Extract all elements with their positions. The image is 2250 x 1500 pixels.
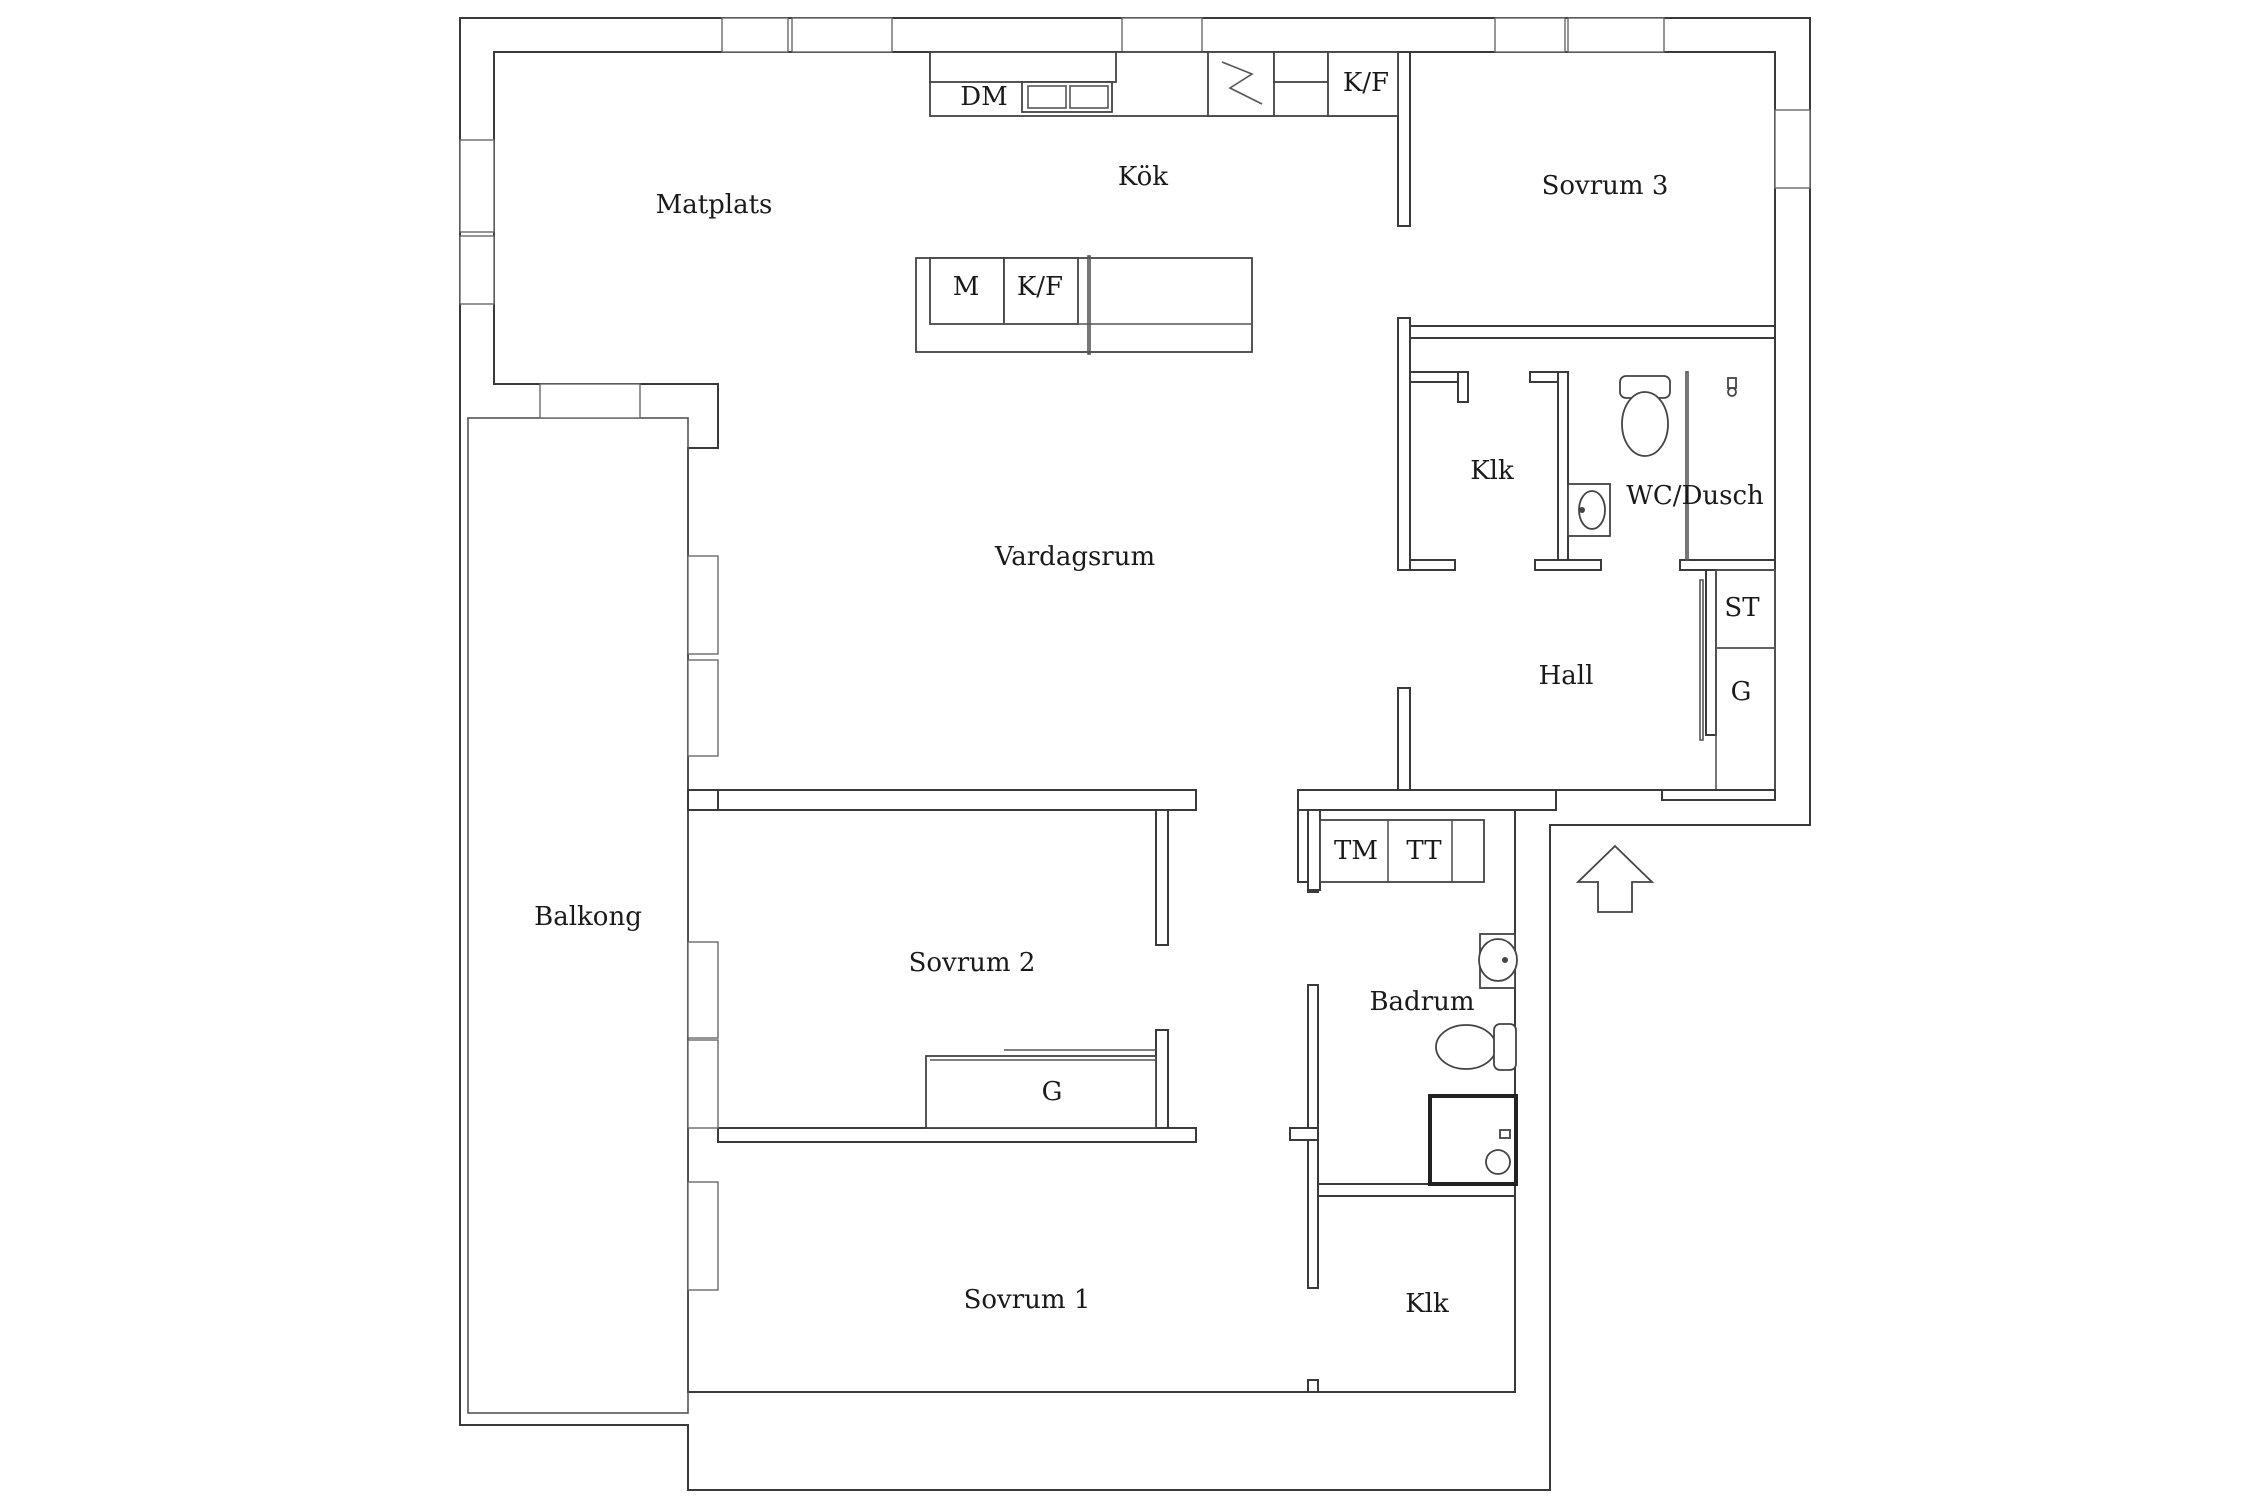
room-label-sovrum1: Sovrum 1 [964,1285,1091,1315]
room-label-matplats: Matplats [656,190,773,220]
fixture-labels: DM K/F M K/F ST G TM TT G [953,68,1761,1107]
fixture-label-st: ST [1724,593,1760,623]
fixture-label-tt: TT [1406,836,1442,866]
room-labels: Matplats Kök Sovrum 3 Vardagsrum Klk WC/… [534,162,1764,1319]
room-label-wc-dusch: WC/Dusch [1626,481,1764,511]
fixture-label-g-sovrum2: G [1042,1077,1063,1107]
kitchen-fixtures [915,51,1399,355]
room-label-kok: Kök [1118,162,1168,192]
wc-dusch-fixtures [1567,375,1737,537]
entrance-arrow-icon [1575,844,1655,913]
shower-icon [1428,1094,1518,1186]
windows [459,17,1811,1291]
interior-walls [687,51,1776,1393]
wall-cabinet [929,51,1117,83]
room-label-vardagsrum: Vardagsrum [994,542,1155,572]
room-label-sovrum3: Sovrum 3 [1542,171,1669,201]
laundry-unit [1319,819,1485,883]
stove-icon [1207,51,1275,117]
fixture-label-g-hall: G [1731,677,1752,707]
shower-icon [1727,377,1737,397]
washbasin-icon [1478,933,1518,989]
room-label-hall: Hall [1539,661,1594,691]
fixture-label-m: M [953,272,980,302]
toilet-icon [1619,375,1671,457]
room-label-klk-lower: Klk [1405,1289,1449,1319]
washbasin-icon [1567,483,1611,537]
outer-walls [459,17,1811,1491]
badrum-fixtures [1319,819,1518,1186]
toilet-icon [1435,1023,1517,1071]
fixture-label-tm: TM [1334,836,1378,866]
kitchen-sink-icon [1021,81,1113,113]
fixture-label-kf-top: K/F [1343,68,1389,98]
wardrobe-sovrum2 [925,1049,1157,1129]
room-label-klk-upper: Klk [1470,456,1514,486]
fixture-label-dm: DM [960,82,1007,112]
room-label-sovrum2: Sovrum 2 [909,948,1036,978]
room-label-balkong: Balkong [534,902,642,932]
fixture-label-kf-island: K/F [1017,272,1063,302]
room-label-badrum: Badrum [1369,987,1474,1017]
